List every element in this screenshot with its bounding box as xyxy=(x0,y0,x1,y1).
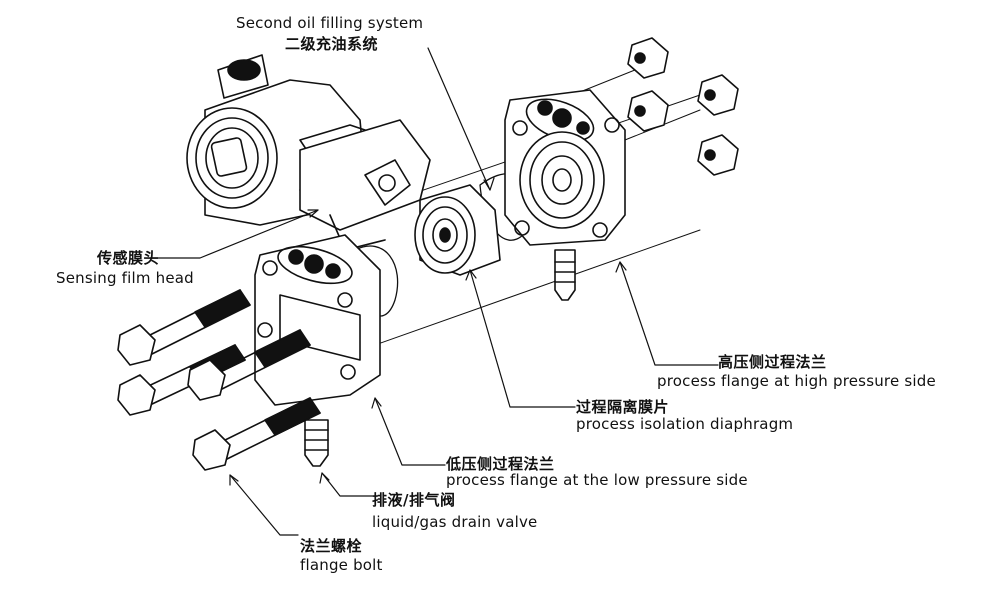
flange-nuts-right xyxy=(627,37,739,176)
label-high-flange-zh: 高压侧过程法兰 xyxy=(718,353,827,371)
leader-sensing-head xyxy=(149,209,319,259)
leader-second-oil xyxy=(427,47,495,191)
label-high-flange-en: process flange at high pressure side xyxy=(657,372,936,390)
label-bolt-en: flange bolt xyxy=(300,556,383,574)
bolt-4 xyxy=(192,397,321,471)
high-pressure-flange xyxy=(504,89,626,246)
leader-isolation xyxy=(465,269,576,408)
leader-low-flange xyxy=(371,397,446,466)
leader-high-flange xyxy=(615,261,719,366)
drain-valve-low xyxy=(304,419,329,467)
label-isolation-en: process isolation diaphragm xyxy=(576,415,794,433)
nut-1 xyxy=(627,37,669,79)
leader-bolt xyxy=(229,474,299,536)
low-pressure-flange xyxy=(254,234,381,406)
label-isolation-zh: 过程隔离膜片 xyxy=(576,398,670,416)
nut-3 xyxy=(627,90,669,132)
leader-drain xyxy=(319,472,373,497)
label-low-flange-en: process flange at the low pressure side xyxy=(446,471,748,489)
bolt-3 xyxy=(187,329,311,401)
sensing-diaphragm-ring xyxy=(414,184,501,276)
label-second-oil-en: Second oil filling system xyxy=(236,14,424,32)
nut-2 xyxy=(697,74,739,116)
nut-4 xyxy=(697,134,739,176)
flange-bolts-left xyxy=(117,289,321,471)
label-sensing-head-en: Sensing film head xyxy=(56,269,194,287)
label-drain-zh: 排液/排气阀 xyxy=(372,491,456,509)
label-drain-en: liquid/gas drain valve xyxy=(372,513,538,531)
drain-valve-high xyxy=(554,249,576,301)
label-second-oil-zh: 二级充油系统 xyxy=(285,35,379,53)
label-low-flange-zh: 低压侧过程法兰 xyxy=(446,455,555,473)
label-sensing-head-zh: 传感膜头 xyxy=(97,249,160,267)
label-bolt-zh: 法兰螺栓 xyxy=(300,537,363,555)
leader-lines xyxy=(149,47,719,536)
bolt-1 xyxy=(117,289,251,366)
